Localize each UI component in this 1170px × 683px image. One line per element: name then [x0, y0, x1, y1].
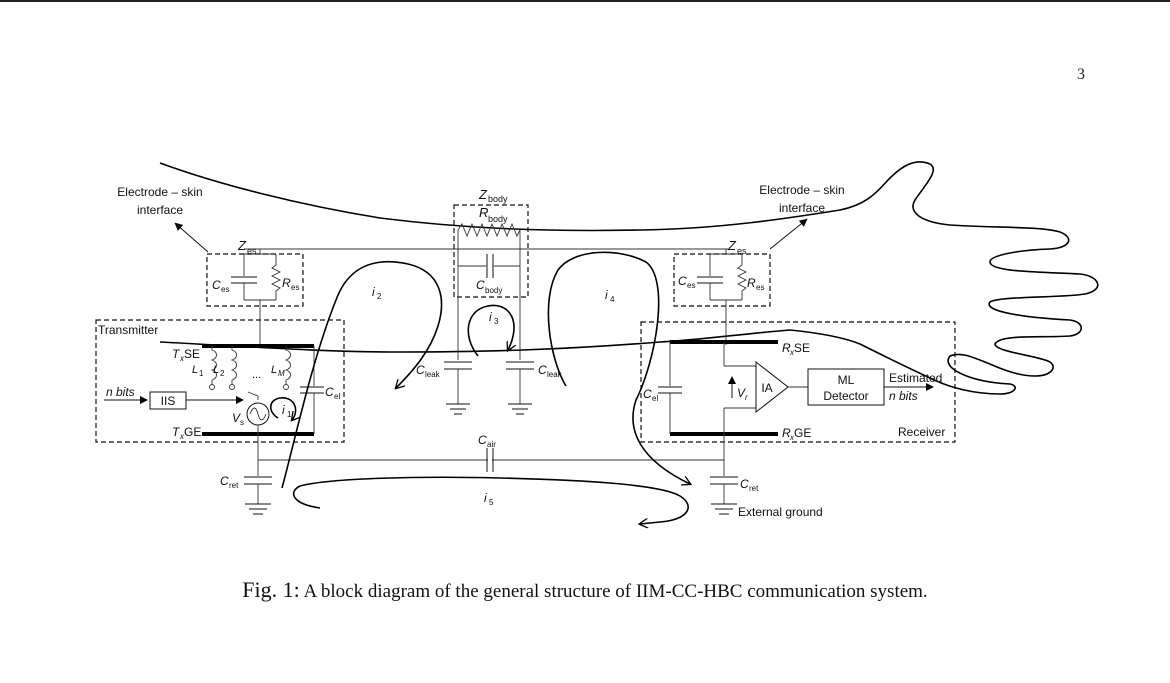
transmitter-block: Transmitter T x SE T x GE L 1 L 2 ... L … [95, 319, 345, 443]
page-number: 3 [1077, 66, 1085, 83]
svg-text:leak: leak [425, 370, 441, 379]
top-rule [0, 0, 1170, 2]
svg-text:es: es [221, 285, 229, 294]
svg-text:Transmitter: Transmitter [98, 323, 158, 337]
z-es-right: Z es C es R es [673, 238, 771, 345]
svg-text:x: x [789, 348, 795, 357]
svg-text:r: r [745, 393, 748, 402]
svg-text:es: es [247, 246, 257, 256]
svg-text:C: C [478, 433, 487, 447]
svg-text:ret: ret [229, 481, 239, 490]
svg-text:i: i [489, 310, 492, 324]
arm-outline [159, 161, 1099, 395]
body-wires [243, 248, 743, 461]
svg-text:IA: IA [761, 381, 772, 395]
svg-text:5: 5 [489, 498, 494, 507]
svg-text:i: i [484, 491, 487, 505]
receiver-block: Receiver R x SE R x GE C el V r IA ML De… [640, 321, 956, 443]
svg-text:Receiver: Receiver [898, 425, 945, 439]
svg-text:C: C [643, 387, 652, 401]
svg-text:V: V [232, 411, 241, 425]
svg-text:External ground: External ground [738, 505, 823, 519]
svg-text:body: body [488, 194, 508, 204]
svg-text:es: es [291, 283, 299, 292]
svg-text:R: R [479, 205, 488, 220]
svg-text:C: C [416, 363, 425, 377]
svg-text:R: R [782, 341, 791, 355]
svg-text:L: L [271, 364, 277, 376]
svg-text:M: M [278, 369, 285, 378]
z-body: Z body R body C body [453, 187, 529, 360]
svg-text:i: i [605, 288, 608, 302]
figure-caption: Fig. 1: A block diagram of the general s… [0, 577, 1170, 603]
svg-text:body: body [485, 286, 502, 295]
svg-text:air: air [487, 440, 496, 449]
svg-text:Electrode – skin: Electrode – skin [117, 185, 202, 199]
svg-text:3: 3 [494, 317, 499, 326]
svg-text:C: C [476, 278, 485, 292]
svg-text:body: body [488, 214, 508, 224]
svg-text:Detector: Detector [823, 389, 868, 403]
svg-text:s: s [240, 418, 244, 427]
svg-text:Electrode – skin: Electrode – skin [759, 183, 844, 197]
svg-text:ML: ML [838, 373, 855, 387]
svg-text:4: 4 [610, 295, 615, 304]
electrode-skin-label-left: Electrode – skin interface [117, 185, 209, 253]
svg-text:C: C [325, 385, 334, 399]
figure-label: Fig. 1: [242, 577, 300, 602]
svg-text:es: es [756, 283, 764, 292]
svg-text:n bits: n bits [106, 385, 135, 399]
svg-text:x: x [179, 432, 185, 441]
svg-text:1: 1 [199, 369, 204, 378]
svg-text:i: i [282, 403, 285, 417]
svg-text:interface: interface [779, 201, 825, 215]
svg-text:T: T [172, 347, 181, 361]
svg-text:...: ... [252, 369, 261, 381]
figure-caption-text: A block diagram of the general structure… [303, 581, 928, 602]
svg-text:C: C [220, 474, 229, 488]
svg-text:L: L [192, 364, 198, 376]
svg-text:SE: SE [184, 347, 200, 361]
svg-text:leak: leak [547, 370, 563, 379]
svg-text:V: V [737, 386, 746, 400]
svg-text:IIS: IIS [161, 394, 176, 408]
svg-text:R: R [282, 276, 291, 290]
svg-text:Z: Z [478, 187, 488, 202]
svg-text:es: es [737, 246, 747, 256]
svg-text:Z: Z [727, 238, 737, 253]
svg-text:x: x [789, 433, 795, 442]
svg-text:n bits: n bits [889, 389, 918, 403]
svg-text:C: C [740, 477, 749, 491]
svg-text:R: R [782, 426, 791, 440]
c-leak-right: C leak [506, 361, 563, 415]
svg-text:T: T [172, 425, 181, 439]
svg-text:SE: SE [794, 341, 810, 355]
svg-text:2: 2 [220, 369, 225, 378]
current-loops: i 2 i 3 i 4 i 5 [281, 251, 690, 524]
svg-text:R: R [747, 276, 756, 290]
z-es-left: Z es C es R es [206, 238, 304, 345]
svg-text:GE: GE [184, 425, 201, 439]
electrode-skin-label-right: Electrode – skin interface [759, 183, 845, 250]
svg-text:C: C [538, 363, 547, 377]
svg-text:x: x [179, 354, 185, 363]
svg-text:C: C [212, 278, 221, 292]
svg-text:es: es [687, 281, 695, 290]
svg-text:Z: Z [237, 238, 247, 253]
svg-text:i: i [372, 285, 375, 299]
svg-text:L: L [213, 364, 219, 376]
svg-text:2: 2 [377, 292, 382, 301]
svg-text:1: 1 [287, 410, 292, 419]
svg-text:el: el [334, 392, 340, 401]
svg-text:el: el [652, 394, 658, 403]
svg-text:ret: ret [749, 484, 759, 493]
svg-text:interface: interface [137, 203, 183, 217]
svg-text:C: C [678, 274, 687, 288]
c-leak-left: C leak [416, 361, 472, 415]
svg-text:Estimated: Estimated [889, 371, 942, 385]
return-path: C ret C air C ret External ground [220, 433, 823, 519]
svg-text:GE: GE [794, 426, 811, 440]
